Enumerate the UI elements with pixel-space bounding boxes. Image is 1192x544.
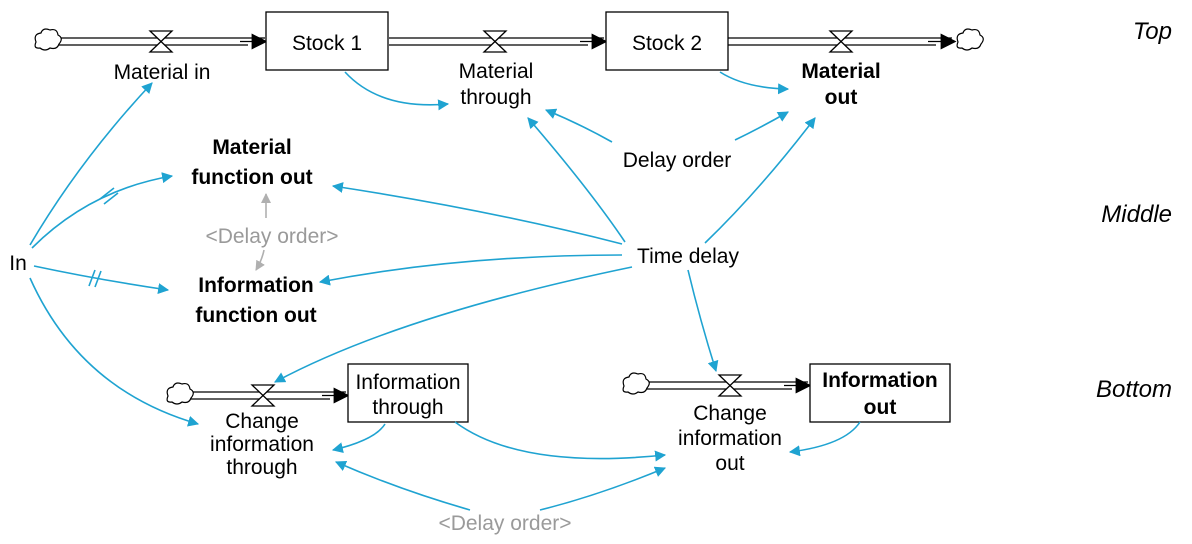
information-through-box [347,363,469,423]
link-timedelay-to-change-information-through [274,266,633,383]
information-through-label-line1: Information [355,371,460,394]
change-information-out-label-line2: information [678,427,782,450]
material-through-label-line2: through [460,86,531,109]
flow-change-information-through [190,387,350,404]
stock-2-label: Stock 2 [632,32,702,55]
section-label-top: Top [1133,18,1172,45]
information-out-label-line1: Information [822,369,938,392]
cloud-icon [956,28,984,51]
valve-icon [250,384,276,407]
material-out-label-line1: Material [801,60,880,83]
information-through-label-line2: through [372,396,443,419]
valve-icon [717,374,743,397]
link-timedelay-to-material-through [527,117,626,243]
link-delayorder-bottom-to-change-information-through [334,460,471,511]
link-timedelay-to-change-information-out [687,269,719,373]
change-information-through-label-line2: information [210,433,314,456]
stock-1-label: Stock 1 [292,32,362,55]
material-function-out-label-line2: function out [191,166,312,189]
material-through-label-line1: Material [459,60,534,83]
delay-mark [88,269,102,288]
link-information-out-to-change-information-out [788,421,861,457]
link-shadow-to-information-function-out [255,249,265,271]
change-information-through-label-line3: through [226,456,297,479]
cloud-icon [166,382,194,405]
change-information-out-label-line3: out [715,452,744,475]
link-stock2-to-material-out [719,71,790,95]
link-delayorder-bottom-to-change-information-out [539,466,667,511]
link-in-to-material-function-out [31,172,174,249]
link-delayorder-to-material-out [734,111,789,141]
link-timedelay-to-information-function-out [318,254,623,286]
link-delayorder-to-material-through [544,108,613,143]
causal-links [29,71,861,511]
section-label-middle: Middle [1101,201,1172,228]
link-information-through-to-change-information-through [331,423,386,454]
link-in-to-information-function-out [33,265,170,295]
valve-icon [482,30,508,53]
information-function-out-label-line1: Information [198,274,314,297]
valve-icon [828,30,854,53]
material-out-label-line2: out [825,86,858,109]
stock-1-box [265,11,389,71]
delay-order-shadow-middle-label: <Delay order> [205,225,338,248]
link-timedelay-to-material-out [704,117,816,244]
link-stock1-to-material-through [344,71,450,111]
change-information-out-label-line1: Change [693,402,767,425]
delay-mark [99,187,119,205]
link-timedelay-to-material-function-out [331,182,623,245]
in-label: In [9,252,27,275]
delay-order-shadow-bottom-label: <Delay order> [438,512,571,535]
information-out-box [809,363,951,423]
stock-2-box [605,11,729,71]
cloud-icon [34,28,62,51]
link-in-to-material-in [29,82,153,246]
cloud-icon [622,372,650,395]
link-information-through-to-change-information-out [454,421,667,462]
section-label-bottom: Bottom [1096,376,1172,403]
link-in-to-change-information-through [29,277,200,427]
information-function-out-label-line2: function out [195,304,316,327]
valve-icon [148,30,174,53]
delay-order-label: Delay order [623,149,732,172]
time-delay-label: Time delay [637,245,739,268]
material-function-out-label-line1: Material [212,136,291,159]
material-in-label: Material in [114,61,211,84]
change-information-through-label-line1: Change [225,410,299,433]
information-out-label-line2: out [864,396,897,419]
